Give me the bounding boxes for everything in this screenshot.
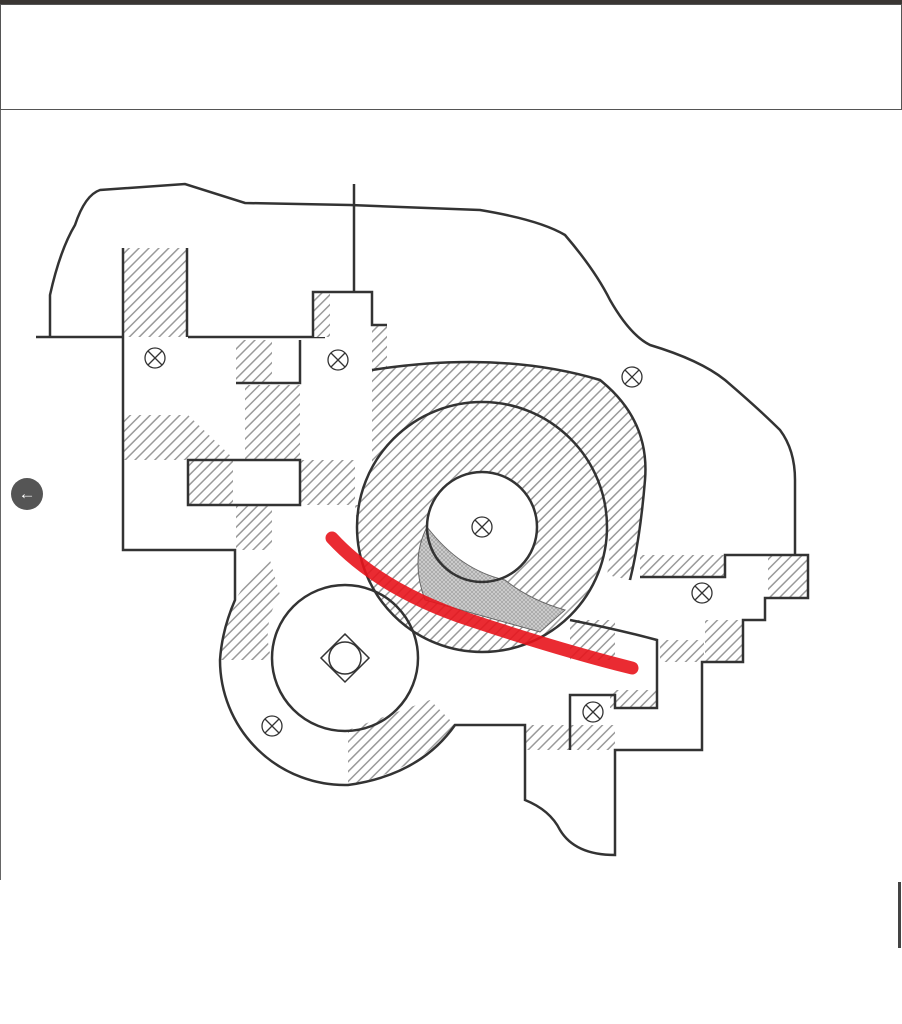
- content-border: [0, 110, 1, 880]
- crossed-circle-icon: [144, 347, 713, 737]
- scrollbar[interactable]: [898, 882, 901, 948]
- floor-plan-diagram: [36, 182, 810, 857]
- square-fitting: [319, 632, 371, 684]
- terrain-outline: [36, 182, 797, 555]
- header-panel: [0, 4, 902, 110]
- arrow-left-icon: ←: [18, 484, 36, 503]
- red-annotation-stroke: [325, 531, 639, 675]
- window-top-bar: [0, 0, 902, 4]
- walls: [121, 248, 810, 857]
- back-button[interactable]: ←: [11, 478, 43, 510]
- shaded-zone: [417, 526, 567, 633]
- hatched-walls: [123, 248, 808, 785]
